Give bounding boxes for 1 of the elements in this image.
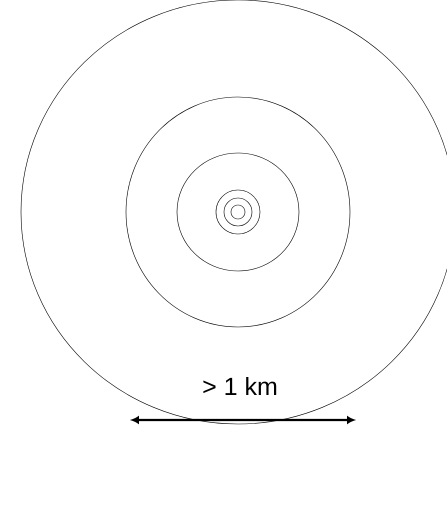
dimension-label: > 1 km [203,376,276,396]
